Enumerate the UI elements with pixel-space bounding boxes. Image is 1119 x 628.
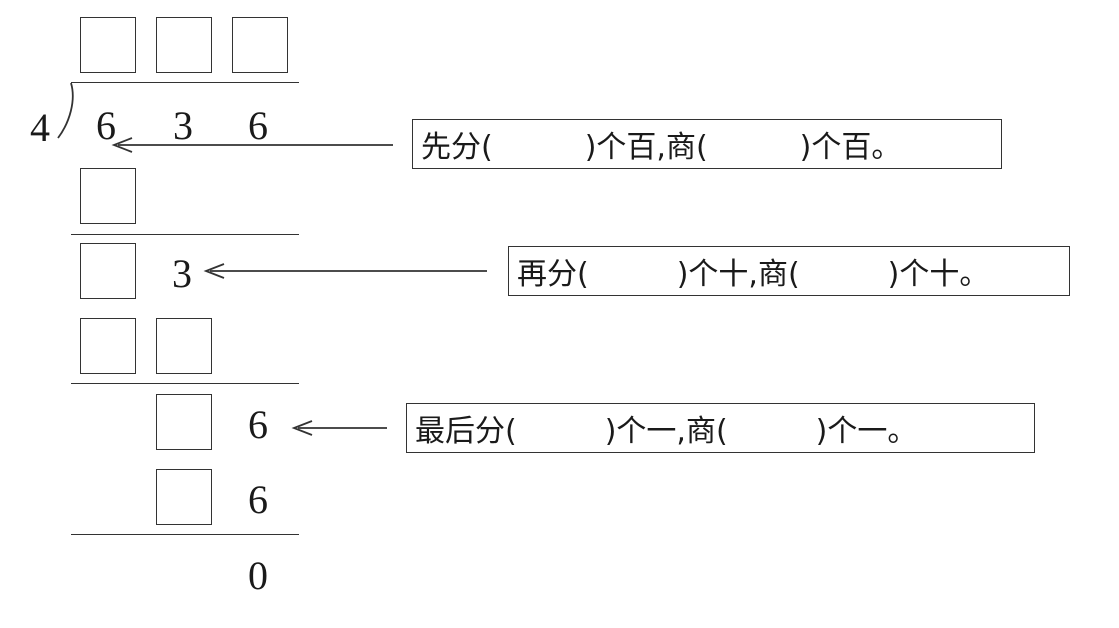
hint-hundreds-text-3: )个百。 bbox=[799, 130, 902, 165]
step3-product-box[interactable] bbox=[156, 469, 212, 525]
step2-subtract-line bbox=[71, 383, 299, 384]
hint-tens-text-1: 再分( bbox=[517, 257, 589, 292]
step2-brought-down-digit: 3 bbox=[172, 251, 192, 296]
hint-ones: 最后分( )个一,商( )个一。 bbox=[406, 403, 1035, 453]
hint-ones-text-2: )个一,商( bbox=[604, 414, 728, 449]
step2-product-box-ones[interactable] bbox=[156, 318, 212, 374]
step3-brought-down-digit: 6 bbox=[248, 402, 268, 447]
step1-subtract-line bbox=[71, 234, 299, 235]
hint-tens-text-3: )个十。 bbox=[887, 257, 990, 292]
quotient-hundreds-box[interactable] bbox=[80, 17, 136, 73]
hint-tens-text-2: )个十,商( bbox=[676, 257, 800, 292]
step1-product-box[interactable] bbox=[80, 168, 136, 224]
hint-hundreds-text-1: 先分( bbox=[421, 130, 493, 165]
step3-product-digit: 6 bbox=[248, 477, 268, 522]
hint-hundreds-text-2: )个百,商( bbox=[584, 130, 708, 165]
step2-remainder-box[interactable] bbox=[80, 243, 136, 299]
dividend-digit-hundreds: 6 bbox=[96, 103, 116, 148]
step3-subtract-line bbox=[71, 534, 299, 535]
hint-hundreds: 先分( )个百,商( )个百。 bbox=[412, 119, 1002, 169]
dividend-digit-tens: 3 bbox=[173, 103, 193, 148]
step3-remainder-box[interactable] bbox=[156, 394, 212, 450]
division-bar bbox=[71, 82, 299, 83]
hint-ones-text-1: 最后分( bbox=[415, 414, 517, 449]
quotient-ones-box[interactable] bbox=[232, 17, 288, 73]
step2-product-box-tens[interactable] bbox=[80, 318, 136, 374]
hint-tens: 再分( )个十,商( )个十。 bbox=[508, 246, 1070, 296]
final-remainder: 0 bbox=[248, 553, 268, 598]
divisor: 4 bbox=[30, 105, 50, 150]
dividend-digit-ones: 6 bbox=[248, 103, 268, 148]
hint-ones-text-3: )个一。 bbox=[815, 414, 918, 449]
quotient-tens-box[interactable] bbox=[156, 17, 212, 73]
